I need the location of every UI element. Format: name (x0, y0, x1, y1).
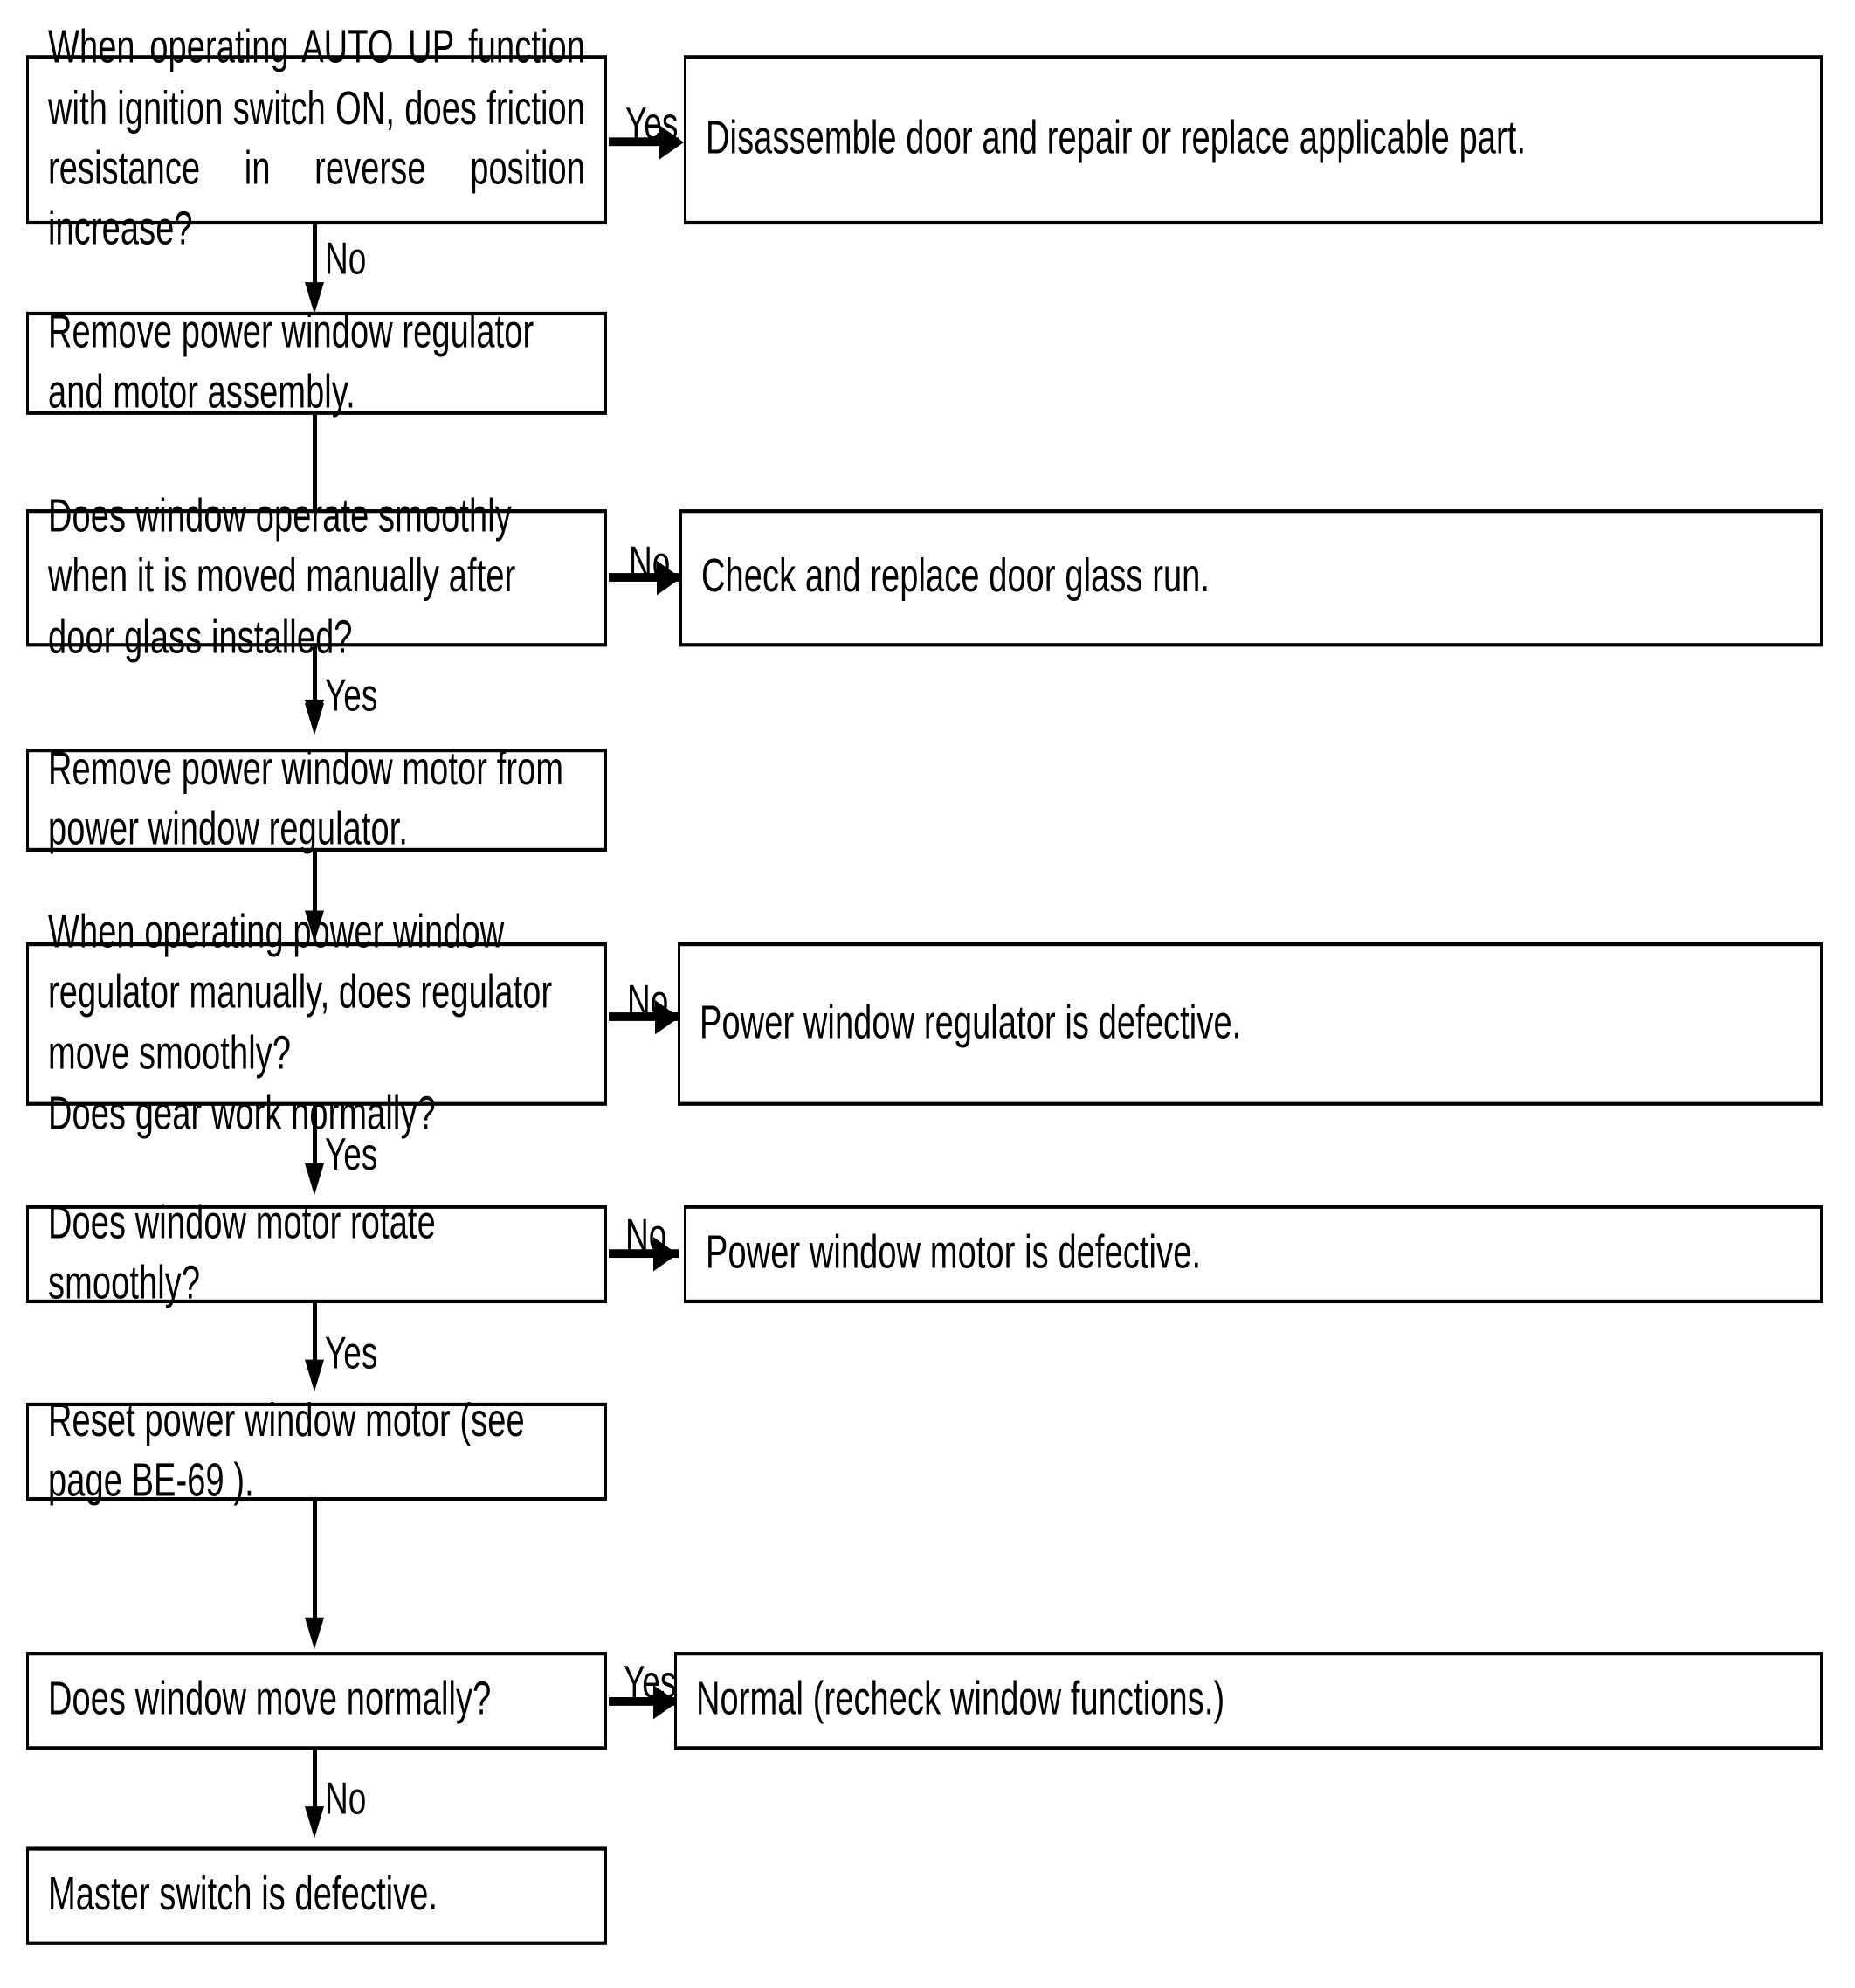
flow-node-auto-up-question: When operating AUTO UP function with ign… (26, 23, 607, 256)
edge-line-3-yes (313, 646, 317, 723)
edge-label-3-no: No (629, 537, 671, 588)
edge-label-1-yes: Yes (625, 98, 679, 148)
edge-arrowhead-6-yes (305, 1359, 324, 1392)
edge-arrowhead-5-yes (305, 1163, 324, 1196)
flow-node-text: Power window motor is defective. (706, 1227, 1202, 1280)
edge-arrowhead-1-no (305, 282, 324, 314)
edge-arrowhead-6-no (653, 1237, 678, 1272)
edge-line-7-down (313, 1501, 317, 1630)
edge-line-5-yes (313, 1105, 317, 1182)
flow-node-text: Normal (recheck window functions.) (696, 1674, 1225, 1726)
flow-node-text: Does window operate smoothly when it is … (48, 490, 516, 664)
edge-label-8-no: No (325, 1773, 367, 1824)
edge-arrowhead-3-no (657, 561, 681, 596)
flow-node-check-glass-run: Check and replace door glass run. (679, 509, 1823, 647)
edge-line-1-yes (609, 137, 679, 147)
edge-label-6-no: No (625, 1210, 667, 1260)
edge-line-4-down (313, 852, 317, 928)
edge-label-5-yes: Yes (325, 1129, 378, 1180)
flow-node-text: Does window motor rotate smoothly? (48, 1197, 436, 1310)
edge-line-8-no (313, 1750, 317, 1826)
flow-node-text: Check and replace door glass run. (701, 551, 1210, 604)
flow-node-normal-recheck: Normal (recheck window functions.) (674, 1652, 1823, 1750)
flow-node-reset-motor: Reset power window motor (see page BE-69… (26, 1395, 607, 1507)
flow-node-text: Remove power window regulator and motor … (48, 306, 534, 419)
edge-arrowhead-1-yes (659, 125, 684, 160)
edge-label-5-no: No (627, 975, 669, 1026)
edge-label-1-no: No (325, 232, 367, 284)
flow-node-remove-regulator-motor: Remove power window regulator and motor … (26, 307, 607, 418)
edge-arrowhead-8-yes (653, 1684, 678, 1720)
edge-arrowhead-3-yes (305, 703, 324, 735)
flow-node-window-smooth-question: Does window operate smoothly when it is … (26, 491, 607, 664)
flow-node-motor-defective: Power window motor is defective. (684, 1205, 1823, 1304)
flow-node-text: Master switch is defective. (48, 1869, 438, 1922)
edge-arrowhead-8-no (305, 1806, 324, 1839)
flow-node-text: Reset power window motor (see page BE-69… (48, 1394, 525, 1508)
flow-node-text: When operating power window regulator ma… (48, 906, 553, 1141)
edge-line-8-yes (609, 1697, 679, 1706)
flow-node-text: Power window regulator is defective. (700, 997, 1242, 1049)
flow-node-text: Disassemble door and repair or replace a… (706, 113, 1527, 165)
edge-label-3-yes: Yes (325, 670, 378, 721)
flow-node-motor-rotate-question: Does window motor rotate smoothly? (26, 1198, 607, 1309)
flow-node-regulator-defective: Power window regulator is defective. (678, 942, 1823, 1106)
edge-line-5-no (609, 1012, 679, 1021)
flow-node-master-switch-defective: Master switch is defective. (26, 1846, 607, 1945)
edge-label-6-yes: Yes (325, 1328, 378, 1378)
edge-line-6-no (609, 1249, 679, 1259)
edge-arrowhead-5-no (655, 1000, 679, 1035)
edge-arrowhead-7-down (305, 1617, 324, 1650)
edge-line-3-no (609, 573, 680, 582)
flow-node-text: Remove power window motor from power win… (48, 742, 564, 856)
edge-arrowhead-4-down (305, 910, 324, 942)
edge-label-8-yes: Yes (624, 1656, 677, 1708)
flow-node-remove-motor-from-regulator: Remove power window motor from power win… (26, 743, 607, 855)
flow-node-regulator-manual-question: When operating power window regulator ma… (26, 907, 607, 1140)
flow-node-window-move-question: Does window move normally? (26, 1652, 607, 1750)
edge-line-6-yes (313, 1303, 317, 1380)
flow-node-text: When operating AUTO UP function with ign… (48, 22, 585, 256)
flow-node-text: Does window move normally? (48, 1674, 492, 1726)
flow-node-disassemble-door: Disassemble door and repair or replace a… (684, 55, 1823, 225)
edge-line-1-no (313, 224, 317, 301)
